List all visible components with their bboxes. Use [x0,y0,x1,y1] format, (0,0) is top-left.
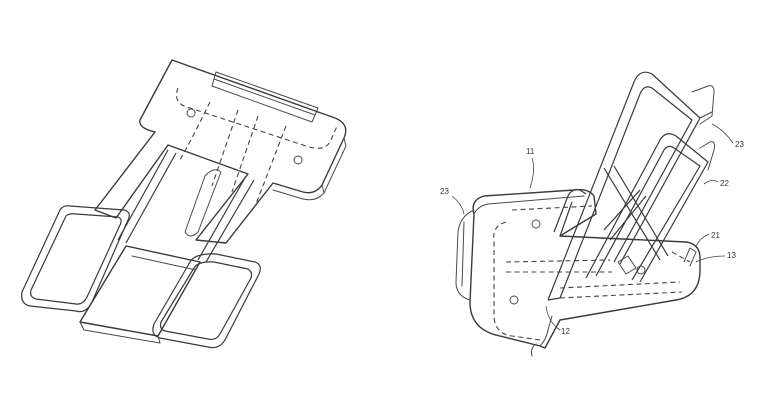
rivet-hole-left [186,108,196,118]
top-grip-strip [211,71,319,123]
end-flap-left [455,209,475,301]
stitching-stem [211,109,287,205]
base-wire-loop [553,189,587,233]
cross-wires [603,165,669,261]
tall-wire-frame-outer [547,71,701,301]
label-22: 22 [720,179,729,188]
rear-wire-frame [585,133,709,283]
label-23-left: 23 [440,187,449,196]
left-wire-loop [21,205,130,313]
label-23-right: 23 [735,140,744,149]
label-12: 12 [561,327,570,336]
stitching-top [175,87,339,149]
base-pad [469,188,701,349]
stem-slot [184,169,222,237]
t-pad-outline [94,59,347,244]
rivet-hole-bottom [509,295,519,305]
rivet-hole-top [531,219,541,229]
wire-frame-rails [117,149,255,263]
label-21: 21 [711,231,720,240]
reference-labels: 11 23 23 22 21 13 12 [440,123,744,336]
rolled-front-end [539,315,553,347]
rivet-hole-right [293,155,303,165]
hinge-bracket [617,255,637,275]
center-panel [79,245,201,337]
right-figure: 11 23 23 22 21 13 12 [440,71,744,357]
right-wire-loop [152,253,261,349]
frame-fabric-panel-lower [699,141,715,171]
label-13: 13 [727,251,736,260]
left-figure [21,59,347,349]
stitching-base [493,205,593,341]
frame-fabric-panel-upper [691,85,715,125]
label-11: 11 [526,147,535,156]
